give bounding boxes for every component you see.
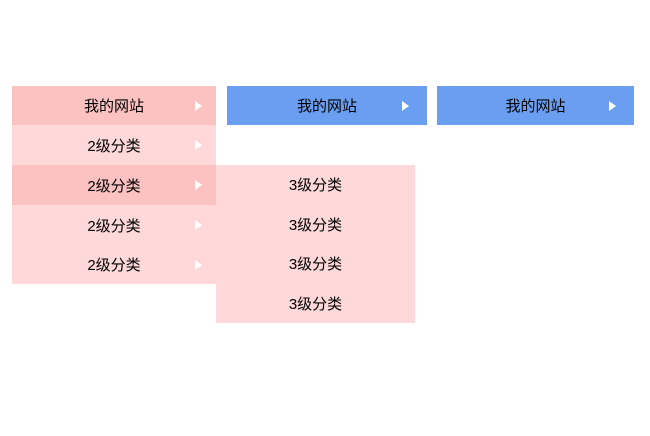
dropdown-item-label: 2级分类	[87, 177, 141, 195]
blue-menu-button-1[interactable]: 我的网站	[227, 86, 427, 125]
submenu-item-label: 3级分类	[288, 177, 343, 195]
dropdown-item-level2-4[interactable]: 2级分类	[12, 245, 216, 284]
submenu-item-level3-1[interactable]: 3级分类	[216, 165, 415, 205]
arrow-right-icon	[195, 180, 202, 190]
submenu-item-label: 3级分类	[288, 295, 343, 313]
blue-menu-button-2[interactable]: 我的网站	[437, 86, 634, 125]
dropdown-item-label: 2级分类	[87, 137, 141, 155]
dropdown-item-label: 2级分类	[87, 217, 141, 235]
pink-menu-dropdown: 2级分类 2级分类 2级分类 2级分类	[12, 125, 216, 284]
arrow-right-icon	[195, 220, 202, 230]
arrow-right-icon	[195, 100, 202, 111]
submenu-item-label: 3级分类	[288, 216, 343, 234]
pink-menu-submenu: 3级分类 3级分类 3级分类 3级分类	[216, 165, 415, 323]
dropdown-item-level2-3[interactable]: 2级分类	[12, 205, 216, 245]
arrow-right-icon	[609, 100, 616, 111]
blue-menu-button-label: 我的网站	[505, 98, 566, 115]
blue-menu-button-label: 我的网站	[296, 98, 357, 115]
submenu-item-level3-2[interactable]: 3级分类	[216, 204, 415, 244]
dropdown-item-label: 2级分类	[87, 257, 141, 274]
pink-menu-button-label: 我的网站	[83, 98, 144, 115]
dropdown-item-level2-1[interactable]: 2级分类	[12, 125, 216, 165]
submenu-item-level3-4[interactable]: 3级分类	[216, 283, 415, 323]
arrow-right-icon	[195, 259, 202, 270]
arrow-right-icon	[195, 140, 202, 150]
arrow-right-icon	[402, 100, 409, 111]
dropdown-item-level2-2-highlighted[interactable]: 2级分类	[12, 165, 216, 205]
submenu-item-level3-3[interactable]: 3级分类	[216, 244, 415, 284]
pink-menu-button[interactable]: 我的网站	[12, 86, 216, 125]
submenu-item-label: 3级分类	[288, 256, 343, 274]
